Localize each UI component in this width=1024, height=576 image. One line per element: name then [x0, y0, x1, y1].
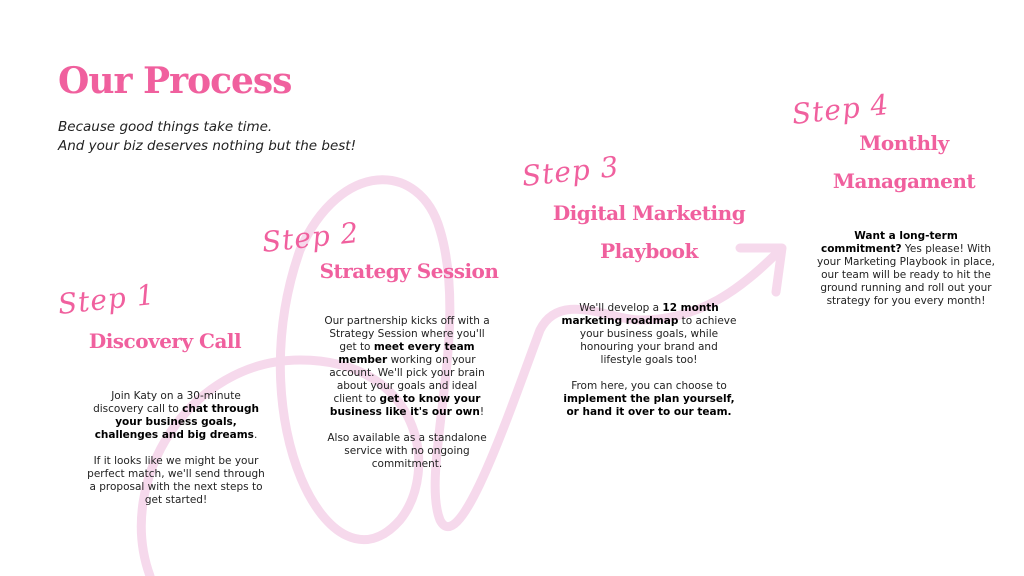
step-4-title-line-2: Managament — [832, 169, 976, 193]
text: Join Katy on a 30-minute discovery call … — [93, 390, 241, 415]
bold-text: 12 month marketing roadmap — [561, 302, 719, 327]
description-paragraph: From here, you can choose to implement t… — [560, 380, 738, 419]
tagline-line-1: Because good things take time. — [58, 119, 273, 135]
page-title: Our Process — [58, 60, 292, 102]
step-4-title: Monthly Managament — [806, 124, 1002, 200]
description-paragraph: If it looks like we might be your perfec… — [86, 455, 266, 507]
step-3-title: Digital Marketing Playbook — [538, 194, 760, 270]
description-paragraph: Our partnership kicks off with a Strateg… — [322, 315, 492, 419]
step-4-title-line-1: Monthly — [859, 131, 949, 155]
step-3-title-line-2: Playbook — [600, 239, 698, 263]
text: From here, you can choose to — [571, 380, 727, 392]
text: ! — [479, 406, 485, 418]
bold-text: meet every team member — [338, 341, 475, 366]
step-3-description: We'll develop a 12 month marketing roadm… — [560, 302, 738, 432]
step-3-title-line-1: Digital Marketing — [552, 201, 746, 225]
description-paragraph: We'll develop a 12 month marketing roadm… — [560, 302, 738, 367]
text: to achieve your business goals, while ho… — [579, 315, 737, 366]
description-paragraph: Also available as a standalone service w… — [322, 432, 492, 471]
text: . — [253, 429, 258, 441]
text: Yes please! With your Marketing Playbook… — [817, 243, 995, 307]
text: We'll develop a — [579, 302, 663, 314]
step-4-description: Want a long-term commitment? Yes please!… — [816, 230, 996, 321]
tagline: Because good things take time. And your … — [58, 118, 356, 156]
step-2-title: Strategy Session — [300, 252, 518, 290]
bold-text: get to know your business like it's our … — [329, 393, 481, 418]
bold-text: Want a long-term commitment? — [820, 230, 958, 255]
text: Our partnership kicks off with a Strateg… — [324, 315, 490, 353]
step-2-title-line: Strategy Session — [319, 259, 499, 283]
step-1-description: Join Katy on a 30-minute discovery call … — [86, 390, 266, 520]
step-1-title-line: Discovery Call — [88, 329, 242, 353]
description-paragraph: Join Katy on a 30-minute discovery call … — [86, 390, 266, 442]
tagline-line-2: And your biz deserves nothing but the be… — [58, 138, 356, 154]
bold-text: chat through your business goals, challe… — [94, 403, 259, 441]
text: Also available as a standalone service w… — [327, 432, 487, 470]
description-paragraph: Want a long-term commitment? Yes please!… — [816, 230, 996, 308]
text: working on your account. We'll pick your… — [329, 354, 485, 405]
bold-text: implement the plan yourself, or hand it … — [563, 393, 735, 418]
step-2-description: Our partnership kicks off with a Strateg… — [322, 315, 492, 484]
text: If it looks like we might be your perfec… — [87, 455, 265, 506]
step-1-title: Discovery Call — [60, 322, 270, 360]
